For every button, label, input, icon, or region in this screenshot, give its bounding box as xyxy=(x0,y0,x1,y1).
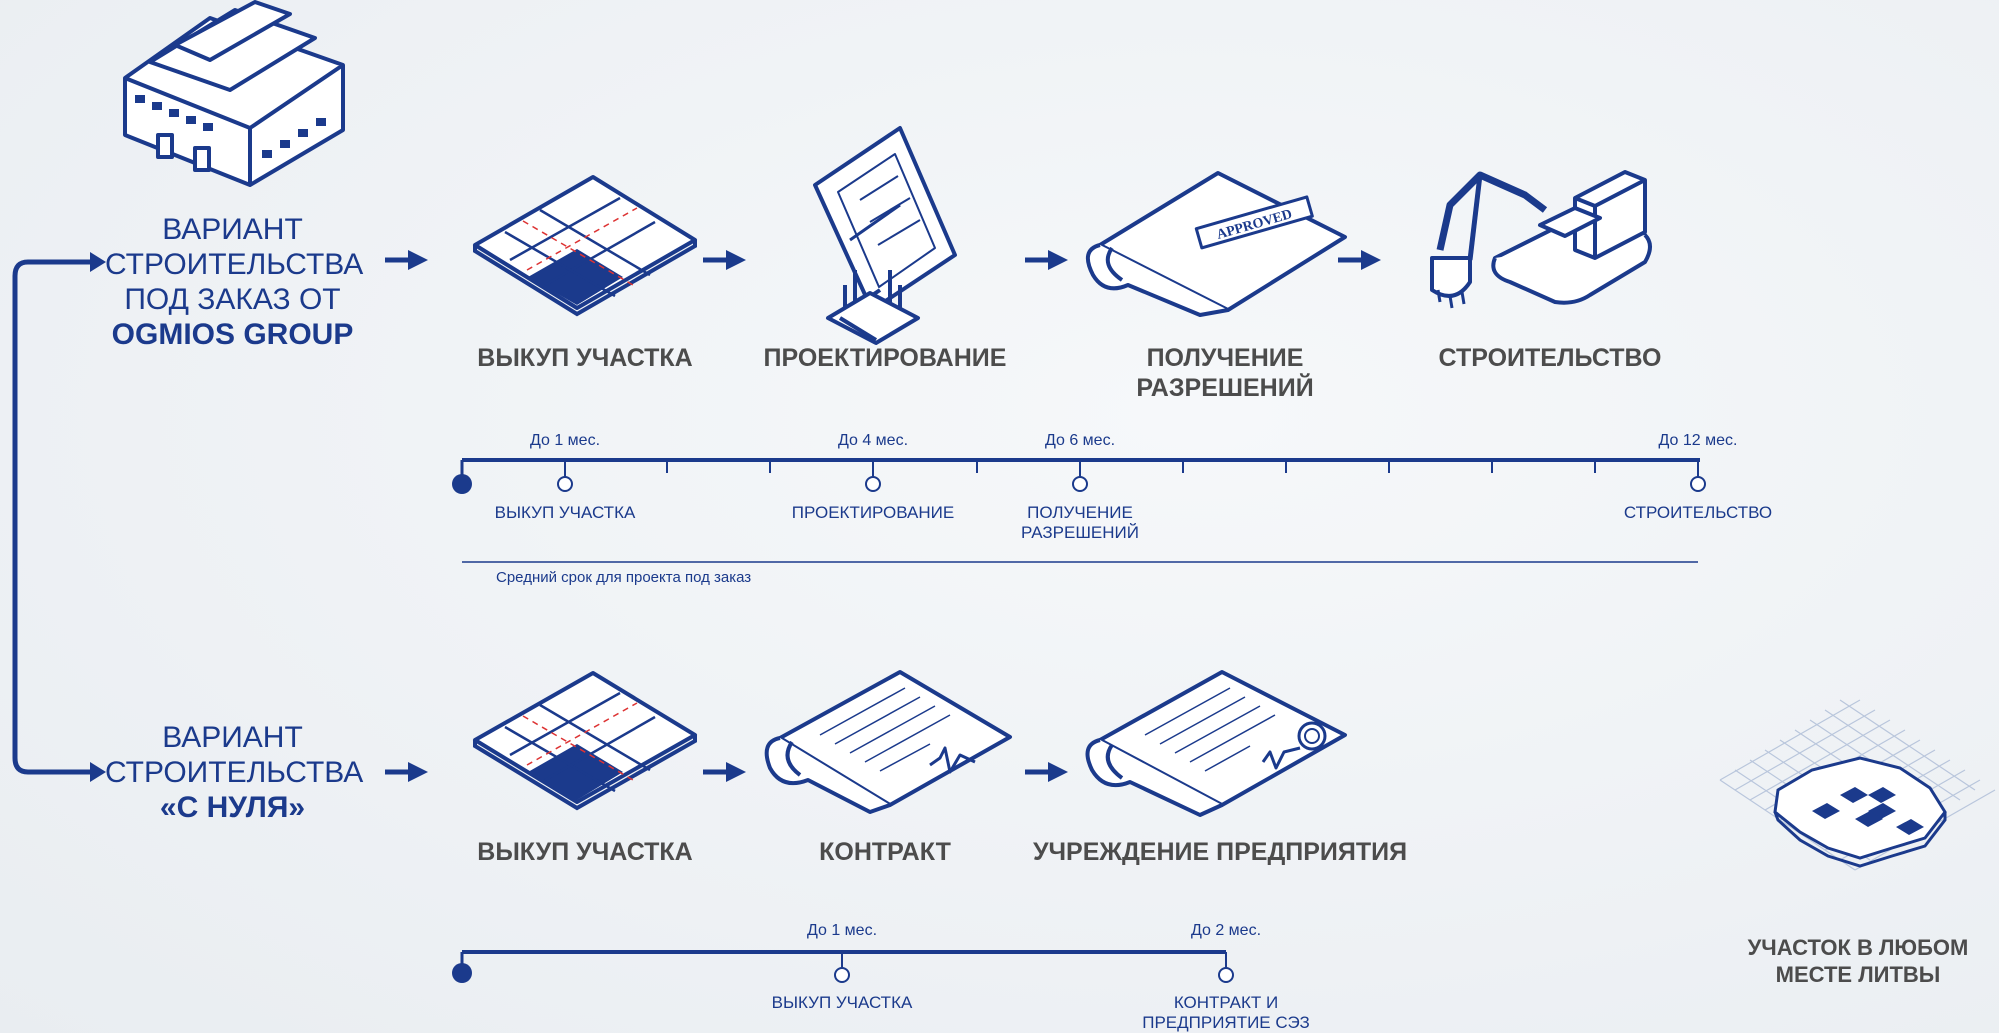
step-label-land-purchase: ВЫКУП УЧАСТКА xyxy=(477,344,693,372)
variant-name: «С НУЛЯ» xyxy=(159,791,306,824)
variant-title-line: СТРОИТЕЛЬСТВА xyxy=(105,756,364,789)
timeline-milestone-dot xyxy=(1072,476,1088,492)
flow-arrow xyxy=(385,762,428,782)
timeline-start-dot xyxy=(452,474,472,494)
timeline-1-bottom-label: ПОЛУЧЕНИЕ РАЗРЕШЕНИЙ xyxy=(1021,503,1139,542)
variant-title-line: СТРОИТЕЛЬСТВА xyxy=(105,248,364,281)
timeline-2-top-label: До 2 мес. xyxy=(1190,922,1262,939)
timeline-milestone-dot xyxy=(834,967,850,983)
timeline-1-top-label: До 12 мес. xyxy=(1658,432,1738,449)
company-name: OGMIOS GROUP xyxy=(111,318,354,351)
flow-arrow xyxy=(703,250,746,270)
timeline-2-top-label: До 1 мес. xyxy=(806,922,878,939)
step-label-contract: КОНТРАКТ xyxy=(819,838,951,866)
timeline-1-top-label: До 4 мес. xyxy=(837,432,909,449)
timeline-1-top-label: До 6 мес. xyxy=(1044,432,1116,449)
flow-arrow xyxy=(1025,250,1068,270)
factory-building-icon xyxy=(123,0,345,187)
timeline-1-bottom-label: ПРОЕКТИРОВАНИЕ xyxy=(791,503,955,522)
flow-arrow xyxy=(703,762,746,782)
variant-1-title: ВАРИАНТ СТРОИТЕЛЬСТВА ПОД ЗАКАЗ ОТ OGMIO… xyxy=(105,212,364,352)
lithuania-label: УЧАСТОК В ЛЮБОМ МЕСТЕ ЛИТВЫ xyxy=(1747,935,1969,987)
land-plot-icon xyxy=(473,671,697,811)
timeline-1-bottom-label: ВЫКУП УЧАСТКА xyxy=(494,503,636,522)
excavator-icon xyxy=(1430,170,1652,309)
timeline-1-top-label: До 1 мес. xyxy=(529,432,601,449)
branch-arrowhead-top xyxy=(90,252,106,272)
average-duration-note: Средний срок для проекта под заказ xyxy=(496,569,752,586)
variant-2-title: ВАРИАНТ СТРОИТЕЛЬСТВА «С НУЛЯ» xyxy=(105,720,364,825)
step-label-land-purchase: ВЫКУП УЧАСТКА xyxy=(477,838,693,866)
lithuania-map-icon xyxy=(1719,699,1996,871)
variant-title-line: ПОД ЗАКАЗ ОТ xyxy=(124,283,341,316)
timeline-2-bottom-label: КОНТРАКТ И ПРЕДПРИЯТИЕ СЭЗ xyxy=(1142,993,1310,1032)
timeline-milestone-dot xyxy=(1218,967,1234,983)
timeline-1 xyxy=(452,458,1706,563)
variant-title-line: ВАРИАНТ xyxy=(162,721,303,754)
branch-connector xyxy=(12,259,103,775)
signed-contract-icon xyxy=(764,670,1012,814)
variant-title-line: ВАРИАНТ xyxy=(162,213,303,246)
flow-arrow xyxy=(385,250,428,270)
step-label-company-founding: УЧРЕЖДЕНИЕ ПРЕДПРИЯТИЯ xyxy=(1032,838,1408,866)
flow-arrow xyxy=(1338,250,1381,270)
timeline-milestone-dot xyxy=(1690,476,1706,492)
timeline-start-dot xyxy=(452,963,472,983)
drafting-table-icon xyxy=(813,126,957,345)
step-label-design: ПРОЕКТИРОВАНИЕ xyxy=(763,344,1007,372)
step-label-construction: СТРОИТЕЛЬСТВО xyxy=(1438,344,1662,372)
flow-arrow xyxy=(1025,762,1068,782)
timeline-milestone-dot xyxy=(557,476,573,492)
land-plot-icon xyxy=(473,175,697,317)
timeline-milestone-dot xyxy=(865,476,881,492)
timeline-2-bottom-label: ВЫКУП УЧАСТКА xyxy=(771,993,913,1012)
approved-document-icon: APPROVED xyxy=(1085,171,1347,317)
step-label-permits: ПОЛУЧЕНИЕ РАЗРЕШЕНИЙ xyxy=(1136,344,1314,402)
branch-arrowhead-bottom xyxy=(90,762,106,782)
sealed-document-icon xyxy=(1085,670,1347,817)
timeline-2 xyxy=(452,950,1234,983)
timeline-1-bottom-label: СТРОИТЕЛЬСТВО xyxy=(1623,503,1773,522)
